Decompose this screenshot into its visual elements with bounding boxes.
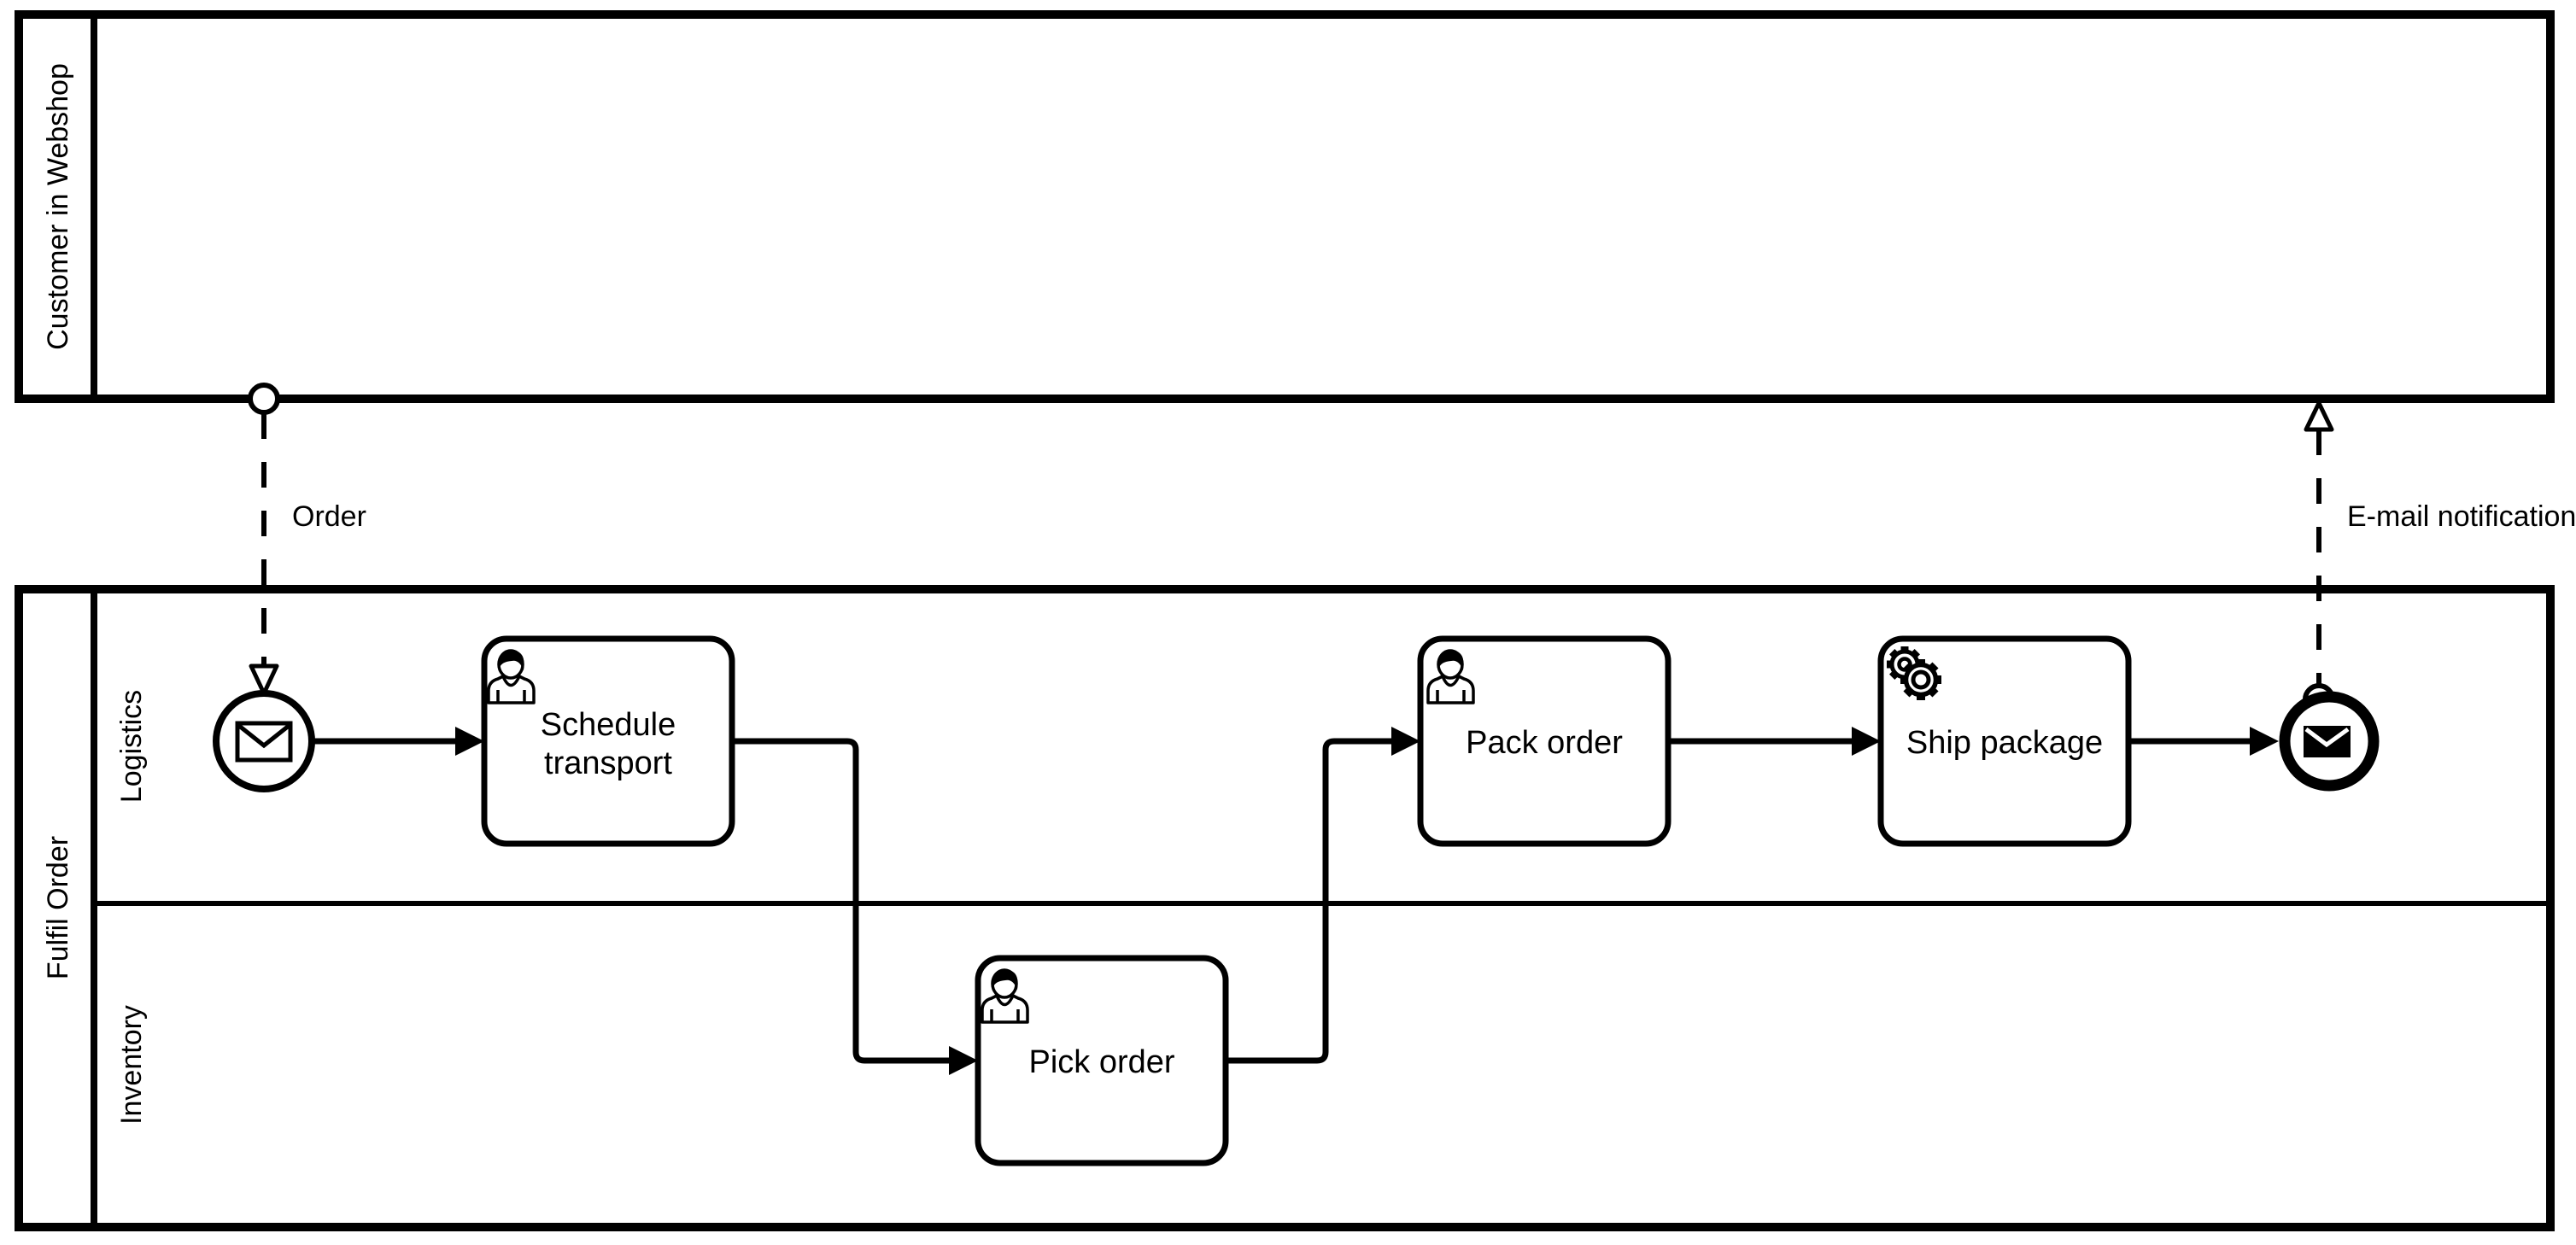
task-label-line: Ship package	[1906, 725, 2103, 761]
pool-customer-label: Customer in Webshop	[42, 63, 74, 350]
lane-logistics-label: Logistics	[115, 690, 148, 803]
message-flow-order-label: Order	[292, 500, 366, 533]
task-label-line: transport	[544, 745, 672, 781]
task-label-line: Pick order	[1028, 1044, 1174, 1080]
message-flow-open-arrowhead-icon	[2304, 400, 2334, 432]
sequence-flow-schedule-to-pick[interactable]	[730, 738, 978, 1075]
arrowhead-icon	[949, 1046, 978, 1075]
filled-envelope-icon	[2304, 726, 2351, 757]
pool-customer-body[interactable]	[15, 10, 2555, 403]
pool-fulfil-body[interactable]	[15, 585, 2555, 1231]
sequence-flow-pack-to-ship[interactable]	[1668, 727, 1881, 756]
pool-fulfil-label: Fulfil Order	[42, 836, 74, 979]
lane-logistics[interactable]: Logistics	[115, 690, 148, 803]
arrowhead-icon	[455, 727, 484, 756]
lane-inventory-label: Inventory	[115, 1005, 148, 1125]
arrowhead-icon	[1391, 727, 1420, 756]
message-envelope-icon	[235, 721, 293, 763]
lane-inventory[interactable]: Inventory	[115, 1005, 148, 1125]
task-pack-order[interactable]: Pack order	[1417, 635, 1671, 847]
message-flow-order[interactable]: Order	[248, 383, 366, 696]
task-schedule-transport[interactable]: Schedule transport	[481, 635, 735, 847]
message-flow-open-arrowhead-icon	[249, 663, 279, 696]
sequence-flow-pick-to-pack[interactable]	[1226, 727, 1420, 1064]
pool-customer-in-webshop[interactable]: Customer in Webshop	[15, 10, 2555, 403]
sequence-flow-ship-to-end[interactable]	[2128, 727, 2279, 756]
message-flow-email-label: E-mail notification	[2347, 500, 2576, 533]
task-label-line: Pack order	[1466, 725, 1623, 761]
arrowhead-icon	[1852, 727, 1881, 756]
message-start-event[interactable]	[213, 690, 315, 792]
message-flow-source-dot-icon	[248, 383, 280, 415]
task-ship-package[interactable]: Ship package	[1877, 635, 2132, 847]
pool-fulfil-order[interactable]: Fulfil Order Logistics Inventory	[15, 585, 2555, 1231]
task-label-line: Schedule	[541, 707, 676, 743]
task-pick-order[interactable]: Pick order	[975, 955, 1229, 1166]
arrowhead-icon	[2250, 727, 2279, 756]
message-end-event[interactable]	[2279, 691, 2380, 792]
sequence-flow-start-to-schedule[interactable]	[312, 727, 484, 756]
